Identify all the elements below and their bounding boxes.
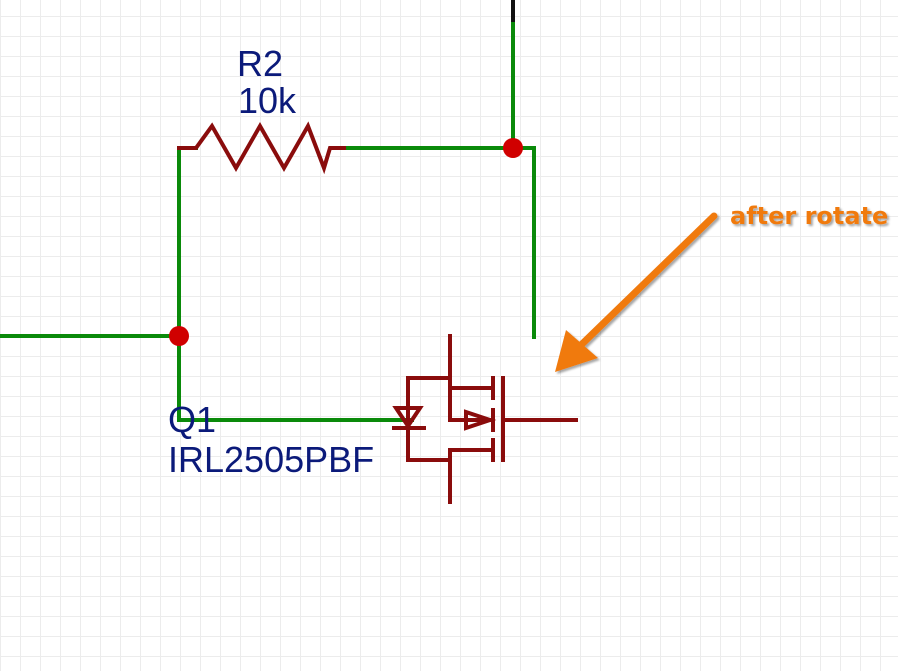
resistor-designator: R2: [237, 43, 283, 84]
mosfet-designator: Q1: [168, 399, 216, 440]
resistor-zigzag: [177, 121, 346, 175]
diode-triangle: [392, 406, 424, 430]
resistor-r2[interactable]: [177, 121, 346, 175]
mosfet-arrow: [464, 409, 497, 431]
mosfet-q1[interactable]: [392, 334, 578, 504]
junction-dot-top[interactable]: [503, 138, 523, 158]
mosfet-part-number: IRL2505PBF: [168, 439, 374, 480]
annotation-label: after rotate: [730, 202, 888, 230]
resistor-value: 10k: [238, 80, 297, 121]
junction-dot-left[interactable]: [169, 326, 189, 346]
annotation-arrow: [555, 212, 718, 372]
